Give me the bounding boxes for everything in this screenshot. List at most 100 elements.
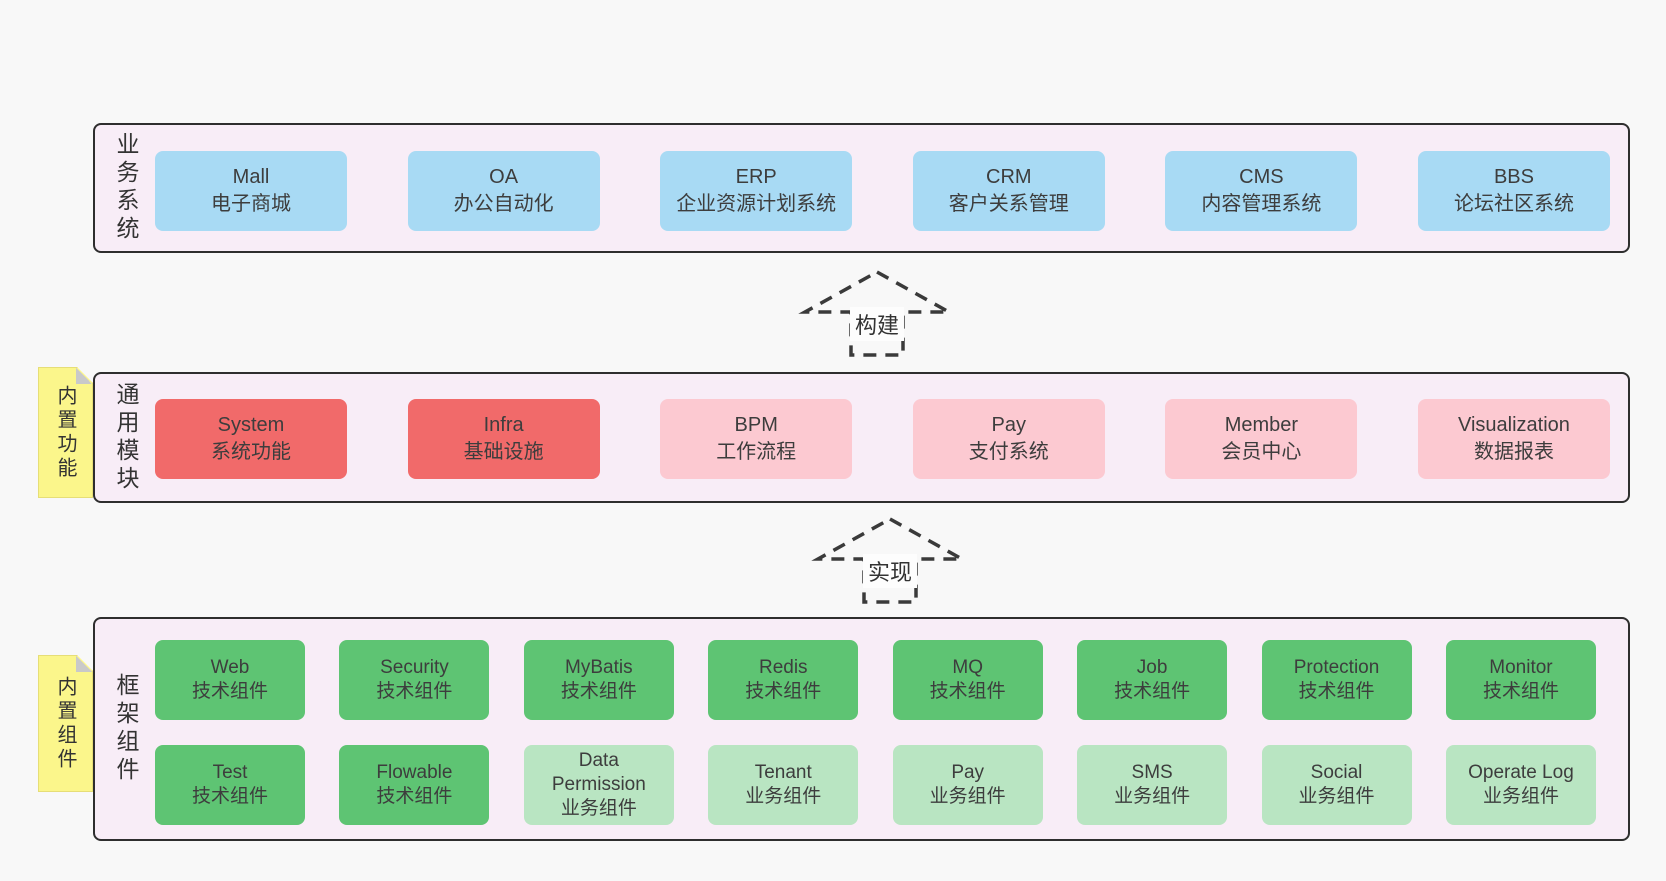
arrow-label: 构建: [849, 307, 905, 341]
panel-label-modules: 通用模块: [113, 381, 139, 494]
box-title: Member: [1224, 414, 1299, 436]
box-title: Operate Log: [1468, 761, 1574, 783]
box-subtitle: 客户关系管理: [948, 193, 1069, 215]
box-subtitle: 业务组件: [1298, 786, 1375, 807]
box-subtitle: 技术组件: [376, 681, 453, 702]
box-subtitle: 业务组件: [560, 798, 637, 820]
box-title: BBS: [1493, 166, 1534, 188]
box-title: Monitor: [1489, 656, 1553, 678]
box-title: CRM: [986, 166, 1032, 188]
modules-boxes-row: System 系统功能 Infra 基础设施 BPM 工作流程 Pay 支付系统…: [155, 399, 1610, 479]
box-subtitle: 技术组件: [929, 681, 1006, 702]
business-systems-panel: 业务系统 Mall 电子商城 OA 办公自动化 ERP 企业资源计划系统 CRM…: [93, 123, 1630, 253]
box-title: System: [217, 414, 285, 436]
box-title: MQ: [952, 656, 983, 678]
box-data-permission: Data Permission 业务组件: [523, 745, 674, 825]
box-social: Social 业务组件: [1261, 745, 1412, 825]
box-subtitle: 业务组件: [1114, 786, 1191, 807]
box-bpm: BPM 工作流程: [660, 399, 853, 479]
box-subtitle: 技术组件: [191, 786, 268, 807]
box-subtitle: 业务组件: [929, 786, 1006, 807]
box-title: OA: [489, 166, 519, 188]
box-test: Test 技术组件: [155, 745, 305, 825]
box-subtitle: 电子商城: [211, 193, 291, 215]
folded-corner-icon: [76, 368, 92, 384]
box-subtitle: 技术组件: [560, 681, 637, 702]
box-web: Web 技术组件: [155, 640, 305, 720]
box-title: BPM: [734, 414, 778, 436]
components-row-1: Web 技术组件 Security 技术组件 MyBatis 技术组件 Redi…: [155, 640, 1596, 720]
builtin-features-note: 内置功能: [38, 367, 93, 498]
box-subtitle: 技术组件: [1298, 681, 1375, 702]
dashed-up-arrow-icon: [811, 516, 969, 604]
box-subtitle: 会员中心: [1221, 441, 1302, 463]
note-text: 内置功能: [54, 384, 76, 481]
box-security: Security 技术组件: [339, 640, 490, 720]
box-subtitle: 技术组件: [191, 681, 268, 702]
panel-label-components: 框架组件: [113, 673, 139, 785]
box-bbs: BBS 论坛社区系统: [1417, 151, 1610, 231]
business-boxes-row: Mall 电子商城 OA 办公自动化 ERP 企业资源计划系统 CRM 客户关系…: [155, 151, 1610, 231]
box-title: Flowable: [376, 761, 453, 783]
box-subtitle: 业务组件: [1482, 786, 1559, 807]
framework-components-panel: 框架组件 Web 技术组件 Security 技术组件 MyBatis 技术组件…: [93, 617, 1630, 841]
folded-corner-icon: [76, 656, 92, 672]
box-subtitle: 技术组件: [1114, 681, 1191, 702]
box-system: System 系统功能: [155, 399, 347, 479]
box-title: Pay: [991, 414, 1027, 436]
box-title: Web: [210, 656, 250, 678]
box-sms: SMS 业务组件: [1077, 745, 1228, 825]
box-subtitle: 支付系统: [968, 441, 1049, 463]
box-mq: MQ 技术组件: [892, 640, 1043, 720]
box-subtitle: 数据报表: [1473, 441, 1554, 463]
panel-label-business: 业务系统: [113, 132, 139, 244]
box-title: Social: [1310, 761, 1363, 783]
dashed-up-arrow-icon: [798, 269, 956, 357]
box-subtitle: 技术组件: [376, 786, 453, 807]
box-title: Tenant: [754, 761, 812, 783]
box-title: CMS: [1239, 166, 1284, 188]
box-subtitle: 内容管理系统: [1201, 193, 1322, 215]
box-oa: OA 办公自动化: [407, 151, 600, 231]
box-subtitle: 技术组件: [1482, 681, 1559, 702]
box-mybatis: MyBatis 技术组件: [523, 640, 674, 720]
build-arrow: 构建: [797, 267, 957, 359]
box-title: Visualization: [1458, 414, 1570, 436]
box-subtitle: 业务组件: [745, 786, 822, 807]
arrow-label: 实现: [862, 554, 918, 588]
box-title: Pay: [951, 761, 985, 783]
box-subtitle: 论坛社区系统: [1453, 193, 1574, 215]
box-operate-log: Operate Log 业务组件: [1445, 745, 1596, 825]
note-text: 内置组件: [54, 675, 76, 772]
components-row-2: Test 技术组件 Flowable 技术组件 Data Permission …: [155, 745, 1596, 825]
box-crm: CRM 客户关系管理: [912, 151, 1105, 231]
box-subtitle: 工作流程: [716, 441, 797, 463]
box-visualization: Visualization 数据报表: [1417, 399, 1610, 479]
box-subtitle: 系统功能: [211, 441, 291, 463]
box-title: Test: [212, 761, 248, 783]
box-pay: Pay 支付系统: [912, 399, 1105, 479]
box-title: Data Permission: [551, 749, 646, 795]
box-flowable: Flowable 技术组件: [339, 745, 490, 825]
box-mall: Mall 电子商城: [155, 151, 347, 231]
box-subtitle: 企业资源计划系统: [676, 193, 837, 215]
box-title: Job: [1136, 656, 1168, 678]
box-member: Member 会员中心: [1165, 399, 1358, 479]
box-title: SMS: [1131, 761, 1173, 783]
box-title: Mall: [232, 166, 270, 188]
box-title: Security: [380, 656, 449, 678]
box-job: Job 技术组件: [1077, 640, 1228, 720]
box-title: Protection: [1293, 656, 1380, 678]
box-title: ERP: [735, 166, 777, 188]
box-protection: Protection 技术组件: [1261, 640, 1412, 720]
box-subtitle: 办公自动化: [453, 193, 554, 215]
box-redis: Redis 技术组件: [708, 640, 859, 720]
box-infra: Infra 基础设施: [407, 399, 600, 479]
box-subtitle: 技术组件: [745, 681, 822, 702]
implement-arrow: 实现: [810, 514, 970, 606]
box-title: Infra: [483, 414, 524, 436]
box-tenant: Tenant 业务组件: [708, 745, 859, 825]
box-title: MyBatis: [565, 656, 633, 678]
box-cms: CMS 内容管理系统: [1165, 151, 1358, 231]
